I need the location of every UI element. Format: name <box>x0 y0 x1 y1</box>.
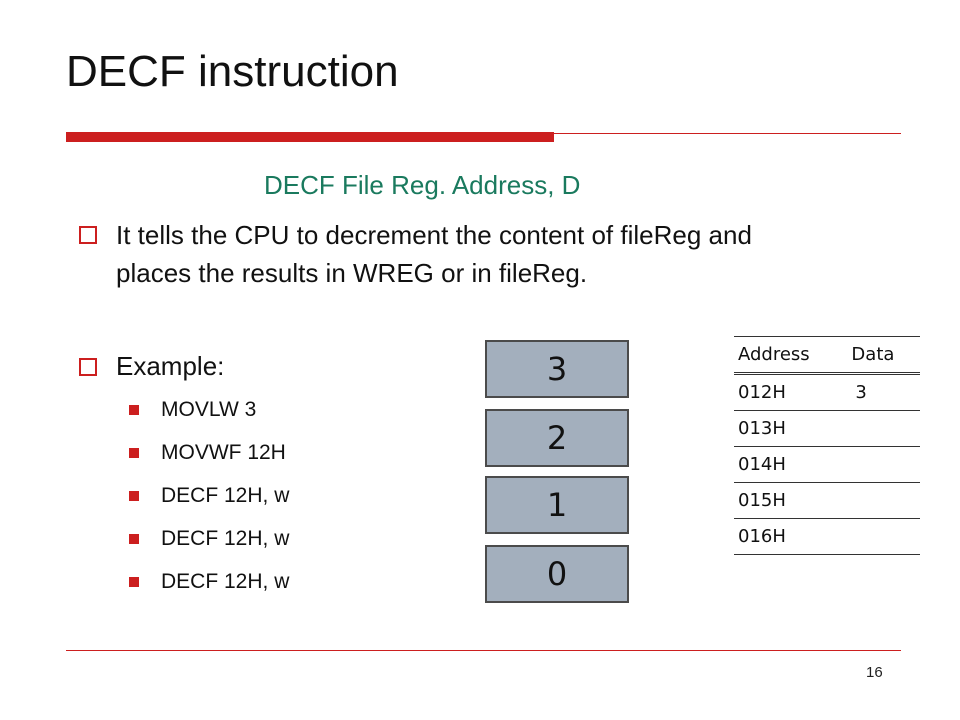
square-bullet-icon <box>129 448 139 458</box>
slide-title: DECF instruction <box>66 47 399 96</box>
square-bullet-icon <box>129 405 139 415</box>
address-cell: 014H <box>734 446 848 483</box>
code-line: MOVLW 3 <box>161 398 257 421</box>
square-bullet-icon <box>129 491 139 501</box>
square-bullet-icon <box>129 577 139 587</box>
hollow-square-bullet-icon <box>79 226 97 244</box>
hollow-square-bullet-icon <box>79 358 97 376</box>
value-box: 2 <box>485 409 629 467</box>
footer-rule <box>66 650 901 651</box>
table-row: 015H <box>734 482 920 519</box>
value-box: 3 <box>485 340 629 398</box>
column-header-data: Data <box>847 336 920 375</box>
table-row: 014H <box>734 446 920 483</box>
data-cell <box>847 518 920 555</box>
title-underline-thick <box>66 132 554 142</box>
code-line: DECF 12H, w <box>161 527 290 550</box>
data-cell <box>847 446 920 483</box>
table-row: 016H <box>734 518 920 555</box>
page-number: 16 <box>866 664 883 681</box>
address-cell: 012H <box>734 373 848 411</box>
table-row: 013H <box>734 410 920 447</box>
data-cell: 3 <box>847 373 920 411</box>
example-label: Example: <box>116 351 225 381</box>
address-cell: 015H <box>734 482 848 519</box>
description-bullet: It tells the CPU to decrement the conten… <box>116 220 752 288</box>
address-cell: 016H <box>734 518 848 555</box>
table-row: 012H 3 <box>734 373 920 411</box>
value-box: 0 <box>485 545 629 603</box>
instruction-syntax: DECF File Reg. Address, D <box>264 170 581 200</box>
value-box: 1 <box>485 476 629 534</box>
code-line: MOVWF 12H <box>161 441 286 464</box>
title-underline-thin <box>554 133 901 134</box>
code-line: DECF 12H, w <box>161 484 290 507</box>
address-cell: 013H <box>734 410 848 447</box>
memory-table: Address Data 012H 3 013H 014H 015H 01 <box>734 336 920 555</box>
column-header-address: Address <box>734 336 848 375</box>
code-line: DECF 12H, w <box>161 570 290 593</box>
table-header-row: Address Data <box>734 336 920 375</box>
data-cell <box>847 410 920 447</box>
data-cell <box>847 482 920 519</box>
square-bullet-icon <box>129 534 139 544</box>
